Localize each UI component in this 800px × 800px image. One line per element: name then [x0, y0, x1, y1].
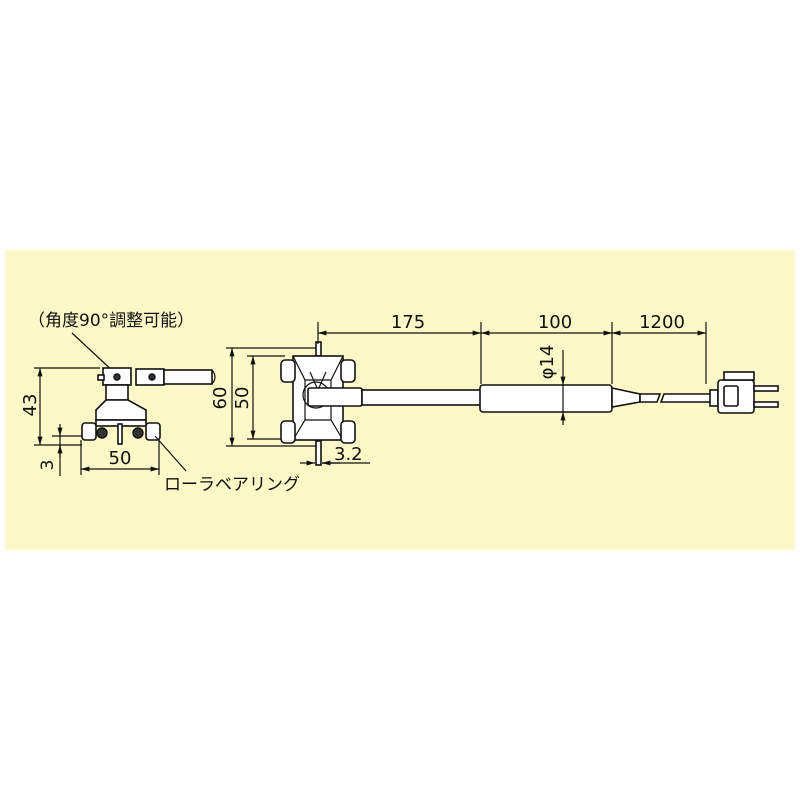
wheel-bottom-left: [280, 420, 296, 444]
pivot-neck: [105, 384, 129, 401]
arm-break: [211, 369, 216, 385]
dim-3-2-label: 3.2: [334, 444, 363, 465]
probe-rod: [361, 389, 482, 406]
side-wheel-right: [145, 422, 161, 441]
dim-175-label: 175: [391, 312, 425, 333]
dim-1200-label: 1200: [639, 312, 685, 333]
bearing-right-icon: [132, 427, 144, 439]
bearing-left-icon: [96, 427, 108, 439]
angle-annotation: （角度90°調整可能）: [28, 311, 194, 331]
cable-seg: [639, 393, 662, 403]
stem-top: [315, 341, 322, 357]
wheel-top-left: [280, 359, 296, 383]
rod-clamp: [307, 387, 363, 407]
dim-phi14-label: φ14: [537, 345, 558, 380]
carriage-facets: [292, 355, 344, 441]
bearing-leader: [154, 435, 187, 472]
dim-3-label: 3: [38, 460, 58, 471]
connector-pin: [753, 401, 779, 408]
connector-collar: [709, 389, 719, 407]
connector-window: [723, 385, 739, 407]
wheel-bottom-right: [340, 420, 356, 444]
dim-100-label: 100: [538, 312, 572, 333]
pivot-screw-icon: [113, 373, 121, 381]
side-stem: [117, 423, 123, 445]
front-view: 60 50 3.2: [210, 312, 779, 466]
cable-seg: [659, 393, 713, 403]
arm-tube: [163, 369, 213, 385]
side-wheel-left: [81, 422, 97, 441]
dim-50-front-label: 50: [232, 387, 253, 410]
connector-latch: [723, 371, 755, 381]
side-view: （角度90°調整可能） 43 3 50 ローラベアリング: [20, 311, 300, 495]
stem-bottom: [315, 440, 322, 466]
dim-60-label: 60: [210, 387, 231, 410]
bearing-label: ローラベアリング: [164, 475, 300, 495]
connector-pin: [753, 385, 779, 392]
probe-handle: [479, 384, 613, 413]
pivot-pin: [97, 374, 105, 381]
dim-43-label: 43: [20, 394, 41, 417]
wheel-top-right: [340, 359, 356, 383]
angle-leader: [71, 332, 117, 375]
dim-50-label: 50: [109, 448, 132, 469]
clamp-screw-icon: [148, 373, 156, 381]
